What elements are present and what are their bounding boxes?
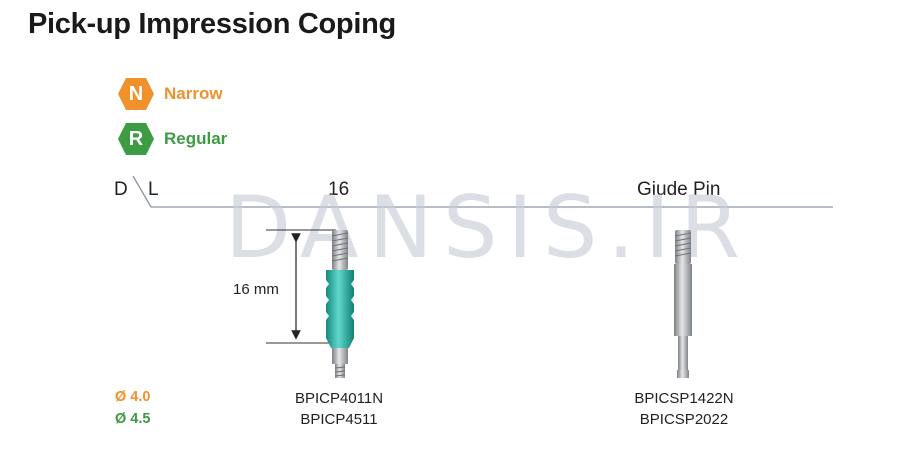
diameter-regular: Ø 4.5 (115, 411, 151, 427)
product-code-coping-regular: BPICP4511 (300, 411, 378, 428)
regular-hexagon-icon: R (117, 122, 155, 156)
guide-pin-image (674, 230, 692, 378)
product-code-coping-narrow: BPICP4011N (294, 390, 384, 407)
header-length-16: 16 (328, 179, 350, 200)
narrow-hexagon-icon: N (117, 77, 155, 111)
impression-coping-image (326, 230, 354, 378)
diameter-narrow: Ø 4.0 (115, 389, 151, 405)
product-code-pin-narrow: BPICSP1422N (634, 390, 734, 407)
watermark-text: DANSIS.IR (225, 178, 750, 278)
narrow-label: Narrow (164, 84, 223, 103)
header-l: L (148, 179, 159, 200)
header-guide-pin: Giude Pin (637, 179, 721, 200)
page-title: Pick-up Impression Coping (28, 8, 396, 40)
narrow-letter: N (128, 82, 144, 105)
product-code-pin-regular: BPICSP2022 (639, 411, 729, 428)
regular-label: Regular (164, 129, 228, 148)
regular-letter: R (128, 127, 144, 150)
legend-narrow: N Narrow (117, 77, 223, 111)
dimension-arrow (266, 229, 336, 344)
header-d: D (114, 179, 128, 200)
legend-regular: R Regular (117, 122, 227, 156)
dimension-label: 16 mm (233, 281, 279, 298)
